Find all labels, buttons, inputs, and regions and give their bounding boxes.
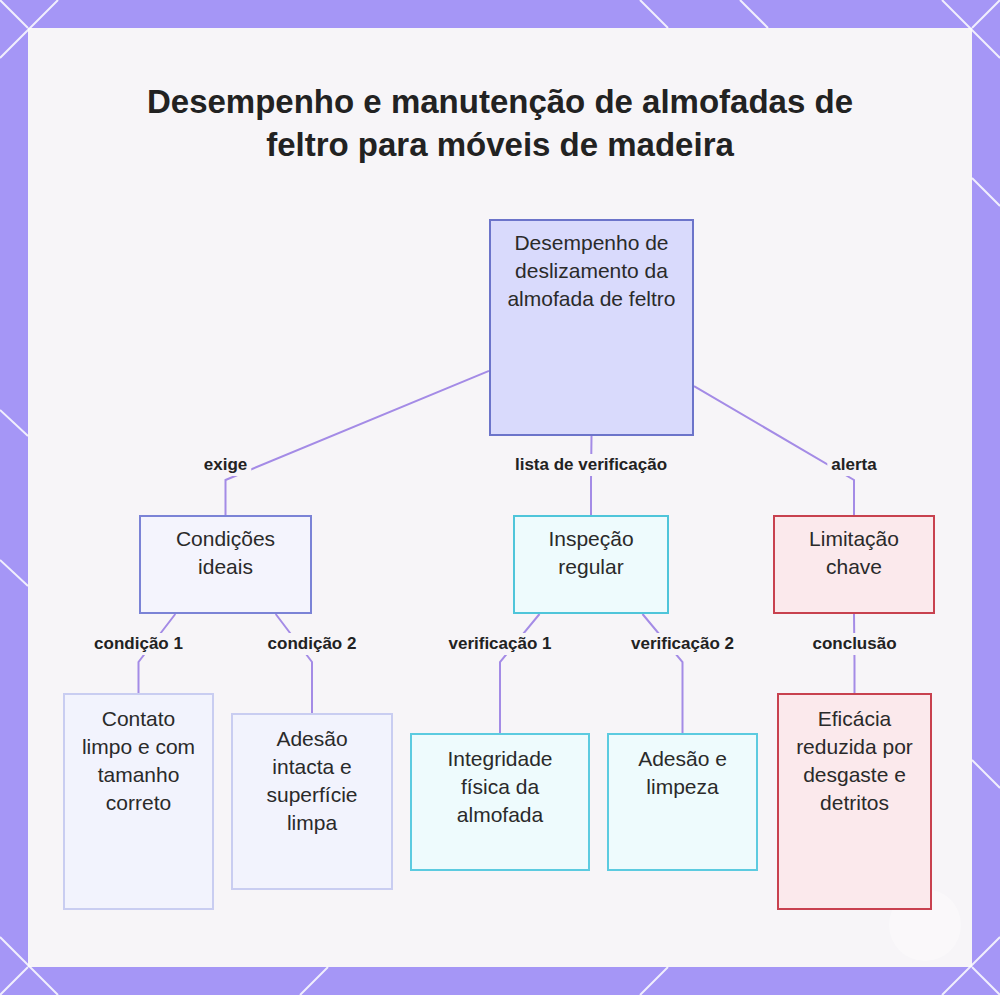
node-text: Contato limpo e com tamanho correto [79,705,198,817]
card-ground [28,28,972,967]
connector-line [226,371,490,515]
check-box: Integridade física da almofada [410,733,590,871]
edge-label: exige [200,454,251,476]
check-box: Adesão e limpeza [607,733,758,871]
category-box: Inspeção regular [513,515,669,614]
node-text: Limitação chave [787,525,921,581]
edge-label: lista de verificação [511,454,671,476]
node-text: Desempenho de deslizamento da almofada d… [507,229,676,313]
connector-line [500,614,540,733]
node-text: Integridade física da almofada [426,745,574,829]
edge-label: verificação 1 [444,633,555,655]
node-text: Condições ideais [153,525,298,581]
edge-label: condição 2 [264,633,361,655]
edge-label: verificação 2 [627,633,738,655]
node-text: Eficácia reduzida por desgaste e detrito… [793,705,916,817]
edge-label: condição 1 [90,633,187,655]
root-box: Desempenho de deslizamento da almofada d… [489,219,694,436]
category-box: Condições ideais [139,515,312,614]
connector-line [276,614,312,713]
condition-box: Adesão intacta e superfície limpa [231,713,393,890]
edge-label: conclusão [808,633,900,655]
connector-line [642,614,682,733]
node-text: Adesão e limpeza [623,745,742,801]
warning-box: Limitação chave [773,515,935,614]
node-text: Adesão intacta e superfície limpa [247,725,377,837]
edge-label: alerta [827,454,880,476]
conclusion-box: Eficácia reduzida por desgaste e detrito… [777,693,932,910]
diagram-title: Desempenho e manutenção de almofadas de … [120,80,880,166]
connector-line [694,386,854,515]
condition-box: Contato limpo e com tamanho correto [63,693,214,910]
node-text: Inspeção regular [527,525,655,581]
